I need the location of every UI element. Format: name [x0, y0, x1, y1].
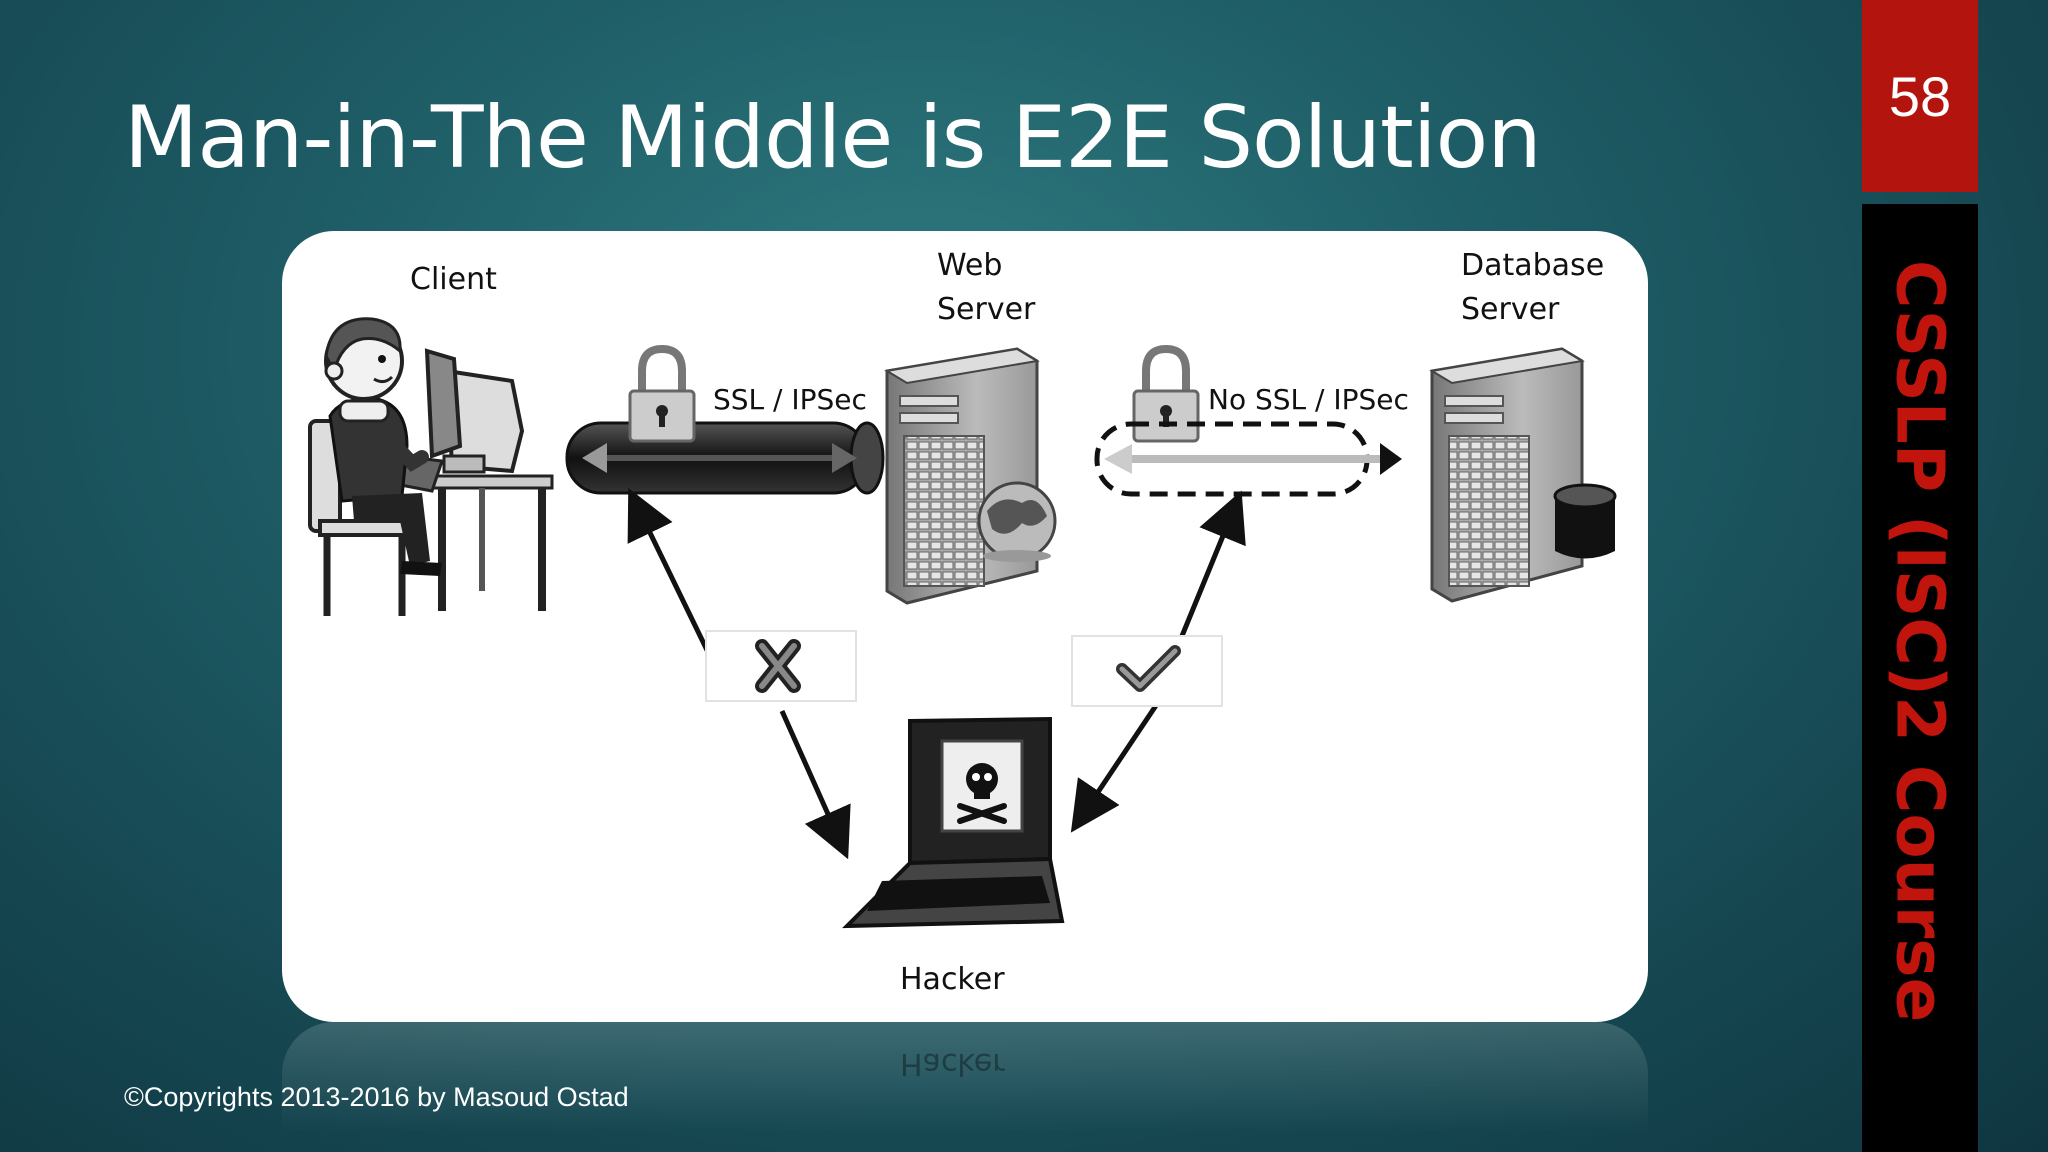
panel-reflection	[282, 1022, 1648, 1152]
page-number: 58	[1862, 0, 1978, 192]
arrow-hacker-to-nossl-up	[1179, 490, 1246, 637]
hacker-label: Hacker	[900, 962, 1005, 997]
database-server-label-line1: Database	[1461, 248, 1605, 283]
arrow-hacker-to-nossl-down	[1070, 699, 1162, 833]
ssl-tunnel	[565, 421, 885, 495]
web-server-label-line1: Web	[937, 248, 1003, 283]
database-server-label-line2: Server	[1461, 292, 1560, 327]
mitm-diagram	[308, 317, 1617, 929]
skull-icon	[957, 763, 1007, 824]
lock-icon	[1132, 344, 1200, 443]
copyright-notice: ©Copyrights 2013-2016 by Masoud Ostad	[124, 1082, 629, 1112]
database-server-icon	[1429, 347, 1617, 603]
sidebar-strip	[1862, 204, 1978, 1152]
course-label-container: CSSLP (ISC)2 Course	[1862, 204, 1978, 1152]
web-server-label-line2: Server	[937, 292, 1036, 327]
lock-icon	[628, 344, 696, 443]
allowed-check-icon	[1071, 635, 1223, 707]
no-ssl-tunnel	[1094, 421, 1402, 497]
web-server-icon	[884, 347, 1057, 605]
blocked-x-icon	[705, 630, 857, 702]
no-ssl-label: No SSL / IPSec	[1208, 383, 1409, 416]
reflection-label: Hacker	[900, 1046, 1005, 1081]
hacker-laptop-icon	[842, 716, 1065, 929]
course-label: CSSLP (ISC)2 Course	[1881, 260, 1959, 1023]
ssl-label: SSL / IPSec	[713, 383, 867, 416]
slide-title: Man-in-The Middle is E2E Solution	[124, 88, 1542, 188]
client-label: Client	[410, 262, 497, 297]
client-icon	[308, 317, 554, 616]
arrow-ssl-to-hacker-down	[779, 709, 851, 860]
